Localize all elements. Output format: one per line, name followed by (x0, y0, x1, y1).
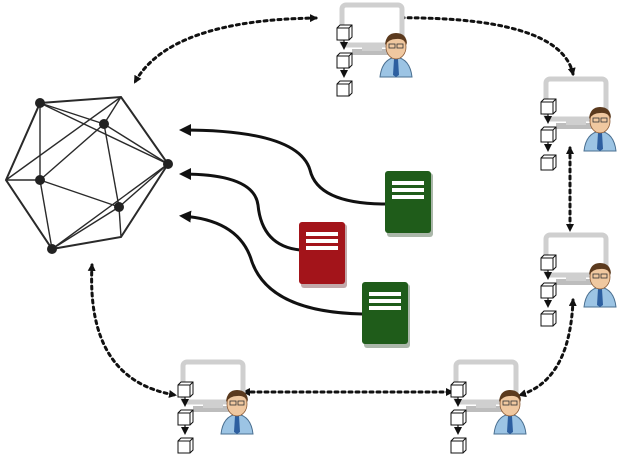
submission-arrows (179, 124, 387, 316)
network-nodes (35, 98, 173, 254)
user-workstation-icon (541, 79, 616, 170)
document-red (299, 222, 347, 288)
peer-connections (87, 13, 577, 398)
user-workstation-icon (337, 5, 412, 96)
user-workstation-icon (178, 362, 253, 453)
network-polyhedron-icon (4, 95, 170, 251)
document-green-bottom (362, 282, 410, 348)
user-workstation-icon (541, 235, 616, 326)
user-workstation-icon (451, 362, 526, 453)
document-green-top (385, 171, 433, 237)
